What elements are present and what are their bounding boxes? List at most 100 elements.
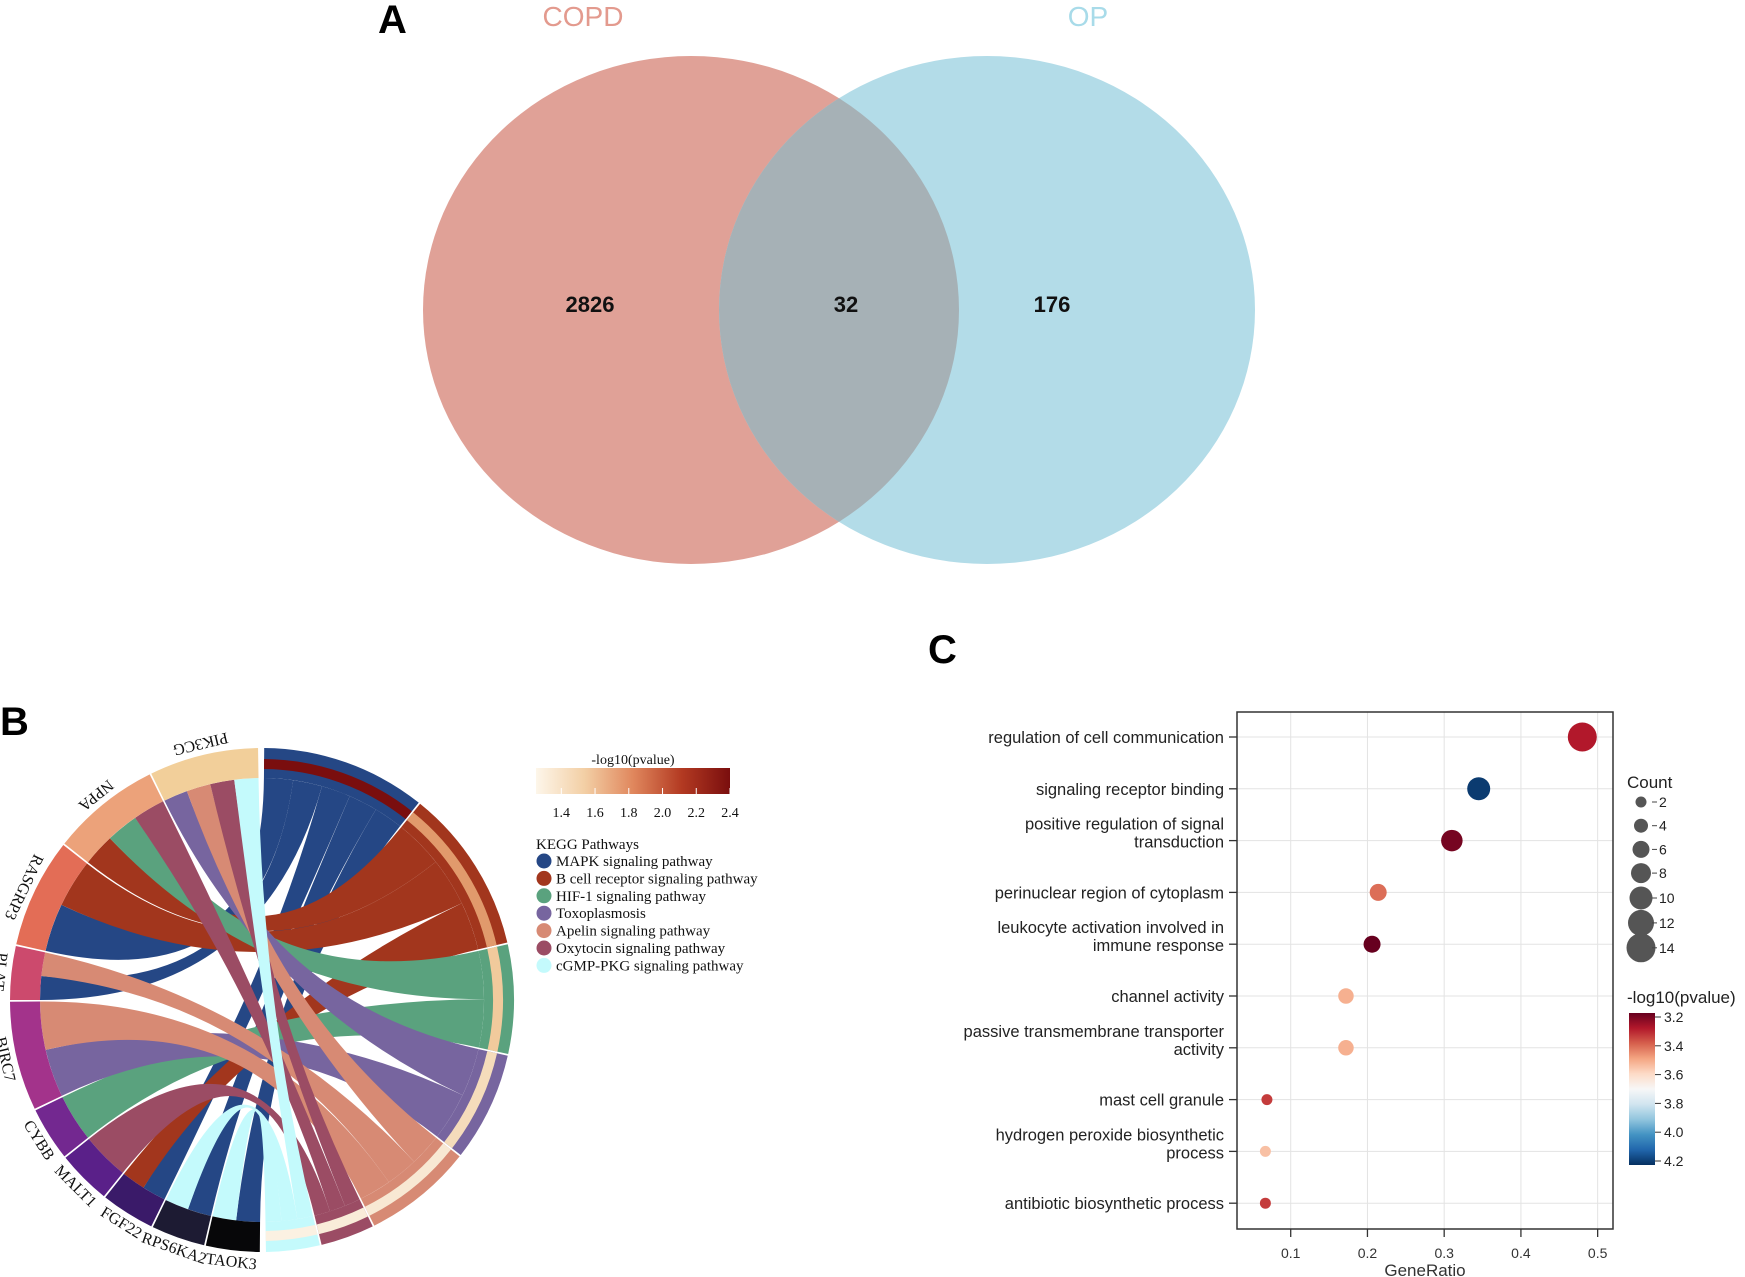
chord-colorbar-tick: 1.4 [553, 806, 571, 821]
chord-ribbon [165, 1104, 298, 1222]
dotplot-point [1441, 829, 1463, 852]
venn-overlap-region [719, 56, 959, 564]
chord-ribbon [143, 786, 350, 1200]
dotplot-point [1338, 1040, 1354, 1056]
chord-legend-title: KEGG Pathways [536, 837, 639, 853]
pvalue-colorbar [1629, 1013, 1655, 1165]
count-legend-label: 14 [1659, 940, 1675, 956]
dotplot-point [1467, 777, 1491, 801]
dotplot-point [1259, 1145, 1271, 1157]
venn-count-overlap: 32 [834, 292, 858, 317]
chord-pathway-pvalue-arc [364, 1143, 451, 1216]
chord-legend-swatch [536, 940, 552, 956]
count-legend: Count 2 4 6 8 10 12 14 [1626, 773, 1675, 963]
panel-c-letter: C [928, 628, 957, 672]
chord-pathway-pvalue-arc [487, 946, 503, 1052]
dotplot-y-label: perinuclear region of cytoplasm [995, 884, 1224, 902]
dotplot-y-labels: regulation of cell communicationsignalin… [964, 729, 1237, 1213]
pvalue-colorbar-tick: 3.6 [1664, 1067, 1684, 1083]
chord-ribbon [40, 780, 323, 1000]
count-legend-label: 2 [1659, 794, 1667, 810]
count-legend-title: Count [1627, 773, 1673, 792]
chord-colorbar-title: -log10(pvalue) [591, 753, 675, 768]
chord-gene-arc [151, 748, 259, 801]
dotplot-x-tick: 0.2 [1358, 1245, 1378, 1261]
chord-legend-label: HIF-1 signaling pathway [556, 889, 706, 905]
count-legend-label: 4 [1659, 818, 1667, 834]
panel-b-chord: B TAOK3RPS6KA2FGF22MALT1CYBBBIRC7PLATRAS… [0, 700, 758, 1274]
chord-pathway-pvalue-arc [444, 1051, 498, 1149]
dotplot-point [1363, 935, 1381, 953]
chord-colorbar-tick: 2.2 [688, 806, 706, 821]
pvalue-colorbar-tick: 3.4 [1664, 1038, 1684, 1054]
chord-legend-swatch [536, 888, 552, 904]
chord-pathway-pvalue-arc [264, 759, 412, 820]
chord-ribbon [41, 952, 415, 1183]
pvalue-colorbar-tick: 4.0 [1664, 1124, 1684, 1140]
count-legend-label: 6 [1659, 841, 1667, 857]
chord-ribbon [87, 827, 436, 932]
count-legend-dot [1626, 933, 1656, 963]
dotplot-grid [1237, 712, 1613, 1229]
chord-ribbon [212, 1109, 282, 1222]
count-legend-label: 8 [1659, 865, 1667, 881]
dotplot-point [1567, 722, 1597, 752]
chord-pathway-pvalue-arc [316, 1207, 368, 1235]
dotplot-x-tick: 0.5 [1588, 1245, 1608, 1261]
chord-legend-swatch [536, 853, 552, 869]
dotplot-y-label: transduction [1134, 834, 1224, 852]
chord-gene-arc [152, 1200, 211, 1246]
count-legend-label: 12 [1659, 915, 1675, 931]
chord-ribbon [45, 1032, 463, 1137]
dotplot-x-tick: 0.1 [1281, 1245, 1301, 1261]
venn-count-op-only: 176 [1034, 292, 1071, 317]
chord-legend-swatch [536, 905, 552, 921]
panel-b-letter: B [0, 700, 29, 744]
chord-pathway-pvalue-arc [406, 812, 497, 948]
chord-colorbar-tick: 1.8 [620, 806, 638, 821]
venn-label-op: OP [1068, 1, 1108, 32]
chord-ribbon [88, 1083, 330, 1216]
chord-pathway-pvalue-arc [265, 1224, 318, 1241]
chord-ribbon [234, 778, 314, 1220]
dotplot-y-label: immune response [1093, 937, 1224, 955]
chord-gene-label: TAOK3 [205, 1251, 258, 1274]
chord-legend-swatch [536, 870, 552, 886]
chord-gene-arc [10, 1001, 62, 1109]
panel-a-letter: A [378, 0, 407, 42]
dotplot-point [1338, 988, 1354, 1004]
count-legend-dot [1632, 840, 1650, 858]
dotplot-xlabel: GeneRatio [1384, 1261, 1465, 1277]
dotplot-x-tick: 0.4 [1511, 1245, 1531, 1261]
chord-legend-label: cGMP-PKG signaling pathway [556, 958, 744, 974]
count-legend-dot [1628, 909, 1654, 936]
chord-ribbon [135, 801, 345, 1212]
panel-c-dotplot: C 0.1 0.2 0.3 0.4 0.5 regulation of cell com… [928, 628, 1736, 1277]
chord-legend-label: Oxytocin signaling pathway [556, 941, 726, 957]
count-legend-dot [1629, 886, 1653, 910]
pvalue-legend: -log10(pvalue) 3.23.43.63.84.04.2 [1627, 988, 1736, 1169]
chord-colorbar [536, 768, 730, 794]
dotplot-x-tick: 0.3 [1434, 1245, 1454, 1261]
dotplot-y-label: signaling receptor binding [1036, 781, 1224, 799]
chord-gene-arc [105, 1173, 165, 1227]
dotplot-frame [1236, 711, 1614, 1230]
chord-ribbon [164, 791, 479, 1096]
dotplot-points [1259, 722, 1597, 1209]
pvalue-colorbar-tick: 3.2 [1664, 1009, 1684, 1025]
pvalue-colorbar-tick: 4.2 [1664, 1153, 1684, 1169]
chord-legend-label: Toxoplasmosis [556, 906, 646, 922]
chord-gene-arc [35, 1097, 88, 1157]
count-legend-label: 10 [1659, 890, 1675, 906]
chord-gene-arc [16, 845, 87, 951]
pvalue-legend-title: -log10(pvalue) [1627, 988, 1736, 1007]
chord-pathway-pvalue-arcs [264, 759, 503, 1241]
venn-label-copd: COPD [543, 1, 624, 32]
dotplot-y-label: positive regulation of signal [1025, 816, 1224, 834]
dotplot-y-label: process [1166, 1144, 1224, 1162]
chord-gene-arcs [10, 748, 261, 1252]
chord-gene-arc [205, 1216, 261, 1252]
dotplot-point [1259, 1197, 1271, 1209]
